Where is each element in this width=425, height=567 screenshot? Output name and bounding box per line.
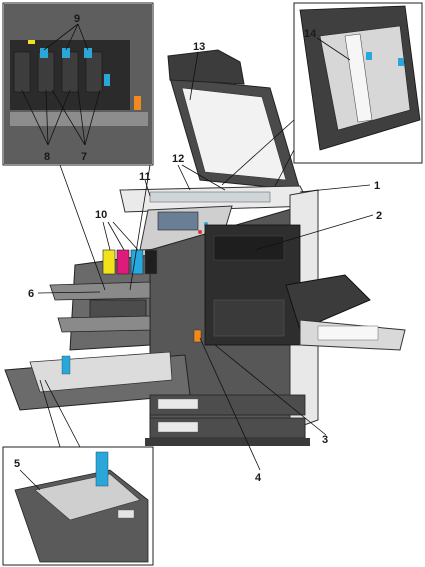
inset-tl-blue-lever3 <box>84 48 92 58</box>
callout-12: 12 <box>172 153 184 165</box>
machine-base <box>145 438 310 446</box>
leader-9a <box>43 23 79 51</box>
transfer-roller-area <box>213 299 285 337</box>
inset-pointer-bl-1 <box>39 379 61 448</box>
callout-11: 11 <box>139 171 151 183</box>
inset-tr-glass-strip <box>344 33 373 123</box>
leader-8c <box>47 89 71 146</box>
leader-13 <box>189 51 199 101</box>
leader-8a <box>21 89 49 146</box>
leader-3 <box>214 344 327 436</box>
inset-bl-tray <box>34 473 141 521</box>
leader-7b <box>77 89 86 146</box>
leader-9c <box>77 23 89 51</box>
callout-5: 5 <box>14 458 20 470</box>
leader-11 <box>144 179 151 197</box>
leader-12b <box>181 164 226 191</box>
touch-display <box>157 211 199 231</box>
drawer-guide-blue <box>61 355 71 375</box>
inset-toner-area <box>2 2 154 166</box>
toner-magenta <box>116 249 130 275</box>
inset-tl-blue-lever2 <box>62 48 70 58</box>
toner-black <box>144 249 158 275</box>
inset-pointer-tl-1 <box>59 164 106 291</box>
callout-1: 1 <box>374 180 380 192</box>
leader-4 <box>199 337 261 471</box>
callout-lines <box>19 23 374 491</box>
inset-tl-blue-lever1 <box>40 48 48 58</box>
inset-pointer-tr-2 <box>274 149 295 187</box>
leader-10b <box>107 221 125 251</box>
inset-scanner-glass <box>293 2 423 164</box>
leader-2 <box>254 214 374 251</box>
leader-9b <box>65 23 79 51</box>
inset-tl-orange-tab <box>134 96 141 110</box>
leader-1 <box>299 184 371 193</box>
leader-7a <box>51 89 86 146</box>
callout-4: 4 <box>255 472 262 484</box>
inset-tl-drum4 <box>85 51 103 93</box>
callout-8: 8 <box>44 151 50 163</box>
fusing-unit <box>213 235 285 261</box>
leader-8b <box>45 89 49 146</box>
drawer-handle-3 <box>157 421 199 433</box>
inset-tr-blue-clip2 <box>398 58 404 66</box>
callout-9: 9 <box>74 13 80 25</box>
front-flap-lower <box>57 315 151 333</box>
inset-tl-drum1 <box>13 51 31 93</box>
panel-key-red <box>198 230 202 234</box>
front-flap-upper <box>49 281 151 301</box>
bypass-tray-paper <box>317 325 379 341</box>
callout-10: 10 <box>95 209 107 221</box>
leader-10a <box>102 221 111 251</box>
inset-tl-shelf <box>10 112 148 126</box>
inset-bl-blue-guide <box>95 451 109 487</box>
callout-14: 14 <box>304 28 317 40</box>
inset-tl-blue-lever4 <box>104 74 110 86</box>
document-cover-glass <box>181 87 287 181</box>
leader-5 <box>19 469 41 491</box>
inset-pointer-tr-1 <box>221 119 295 186</box>
inset-bl-slot <box>117 509 135 519</box>
inset-tr-blue-clip1 <box>366 52 372 60</box>
inset-paper-guide <box>2 446 154 566</box>
drawer-handle-2 <box>157 398 199 410</box>
callout-7: 7 <box>81 151 87 163</box>
inset-tl-yellow-tag <box>28 40 35 44</box>
leader-14 <box>316 37 351 61</box>
leader-10c <box>112 221 139 251</box>
right-side-door <box>285 274 371 331</box>
orange-lever <box>193 329 202 343</box>
callout-13: 13 <box>193 41 205 53</box>
toner-yellow <box>102 249 116 275</box>
callout-6: 6 <box>28 288 34 300</box>
callout-numbers: 1 2 3 4 5 6 7 8 9 10 11 12 13 14 <box>14 13 382 484</box>
inset-pointer-tl-2 <box>129 164 151 291</box>
callout-3: 3 <box>322 434 328 446</box>
inset-pointer-bl-2 <box>44 379 81 448</box>
leader-6 <box>37 291 101 294</box>
toner-cyan <box>130 249 144 275</box>
main-machine <box>4 49 406 446</box>
leader-12a <box>177 164 191 191</box>
leader-7c <box>84 89 101 146</box>
adf-unit <box>167 49 245 85</box>
callout-2: 2 <box>376 210 382 222</box>
original-glass <box>149 191 271 203</box>
